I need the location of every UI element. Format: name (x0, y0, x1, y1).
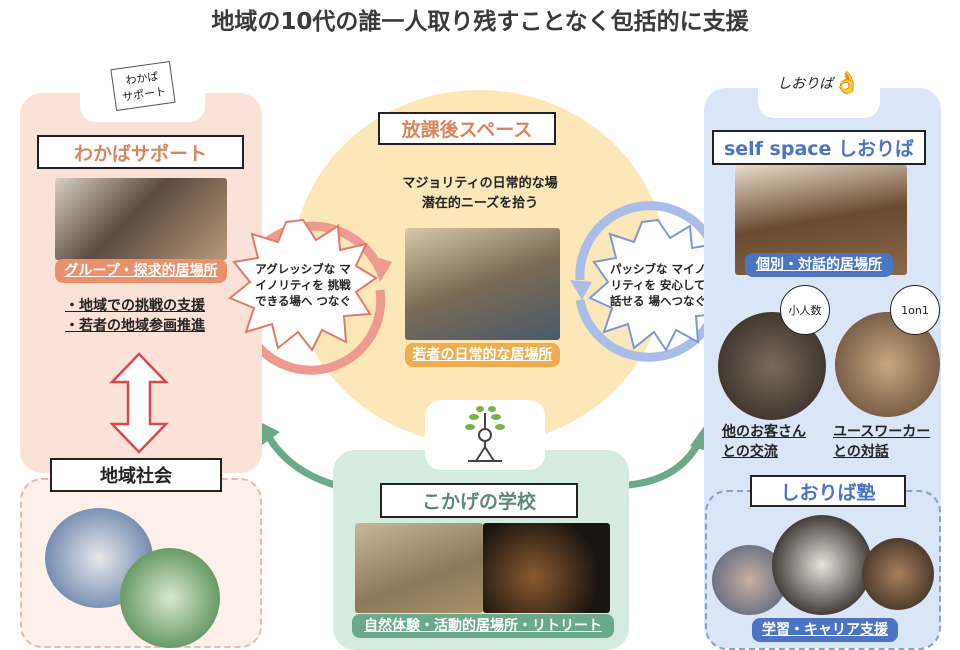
kokage-photo-night (483, 523, 610, 613)
wakaba-flag-icon: わかば サポート (109, 61, 176, 111)
after-school-photo (405, 228, 560, 340)
small-group-badge: 小人数 (780, 285, 830, 335)
right-burst-text: パッシブな マイノリティを 安心して話せる 場へつなぐ (609, 262, 706, 308)
after-school-line: 潜在的ニーズを拾う (421, 196, 539, 211)
juku-photo-label: 学習・キャリア支援 (752, 618, 898, 642)
blue-arc-bottom (575, 299, 720, 362)
green-arrow-left (261, 428, 337, 489)
kokage-title: こかげの学校 (380, 483, 578, 518)
ok-hand-icon: 👌 (833, 70, 861, 96)
juku-photo (862, 538, 934, 610)
community-title: 地域社会 (50, 458, 222, 492)
after-school-line: マジョリティの日常的な場 (402, 176, 558, 191)
kokage-logo (425, 400, 545, 470)
wakaba-bullet: ・若者の地域参画推進 (65, 318, 205, 334)
blue-arrowhead-icon (570, 280, 592, 300)
caption-youth-worker: ユースワーカーとの対話 (833, 424, 931, 460)
wakaba-logo: わかば サポート (80, 50, 205, 122)
page-title: 地域の10代の誰一人取り残すことなく包括的に支援 (211, 9, 749, 35)
after-school-photo-label: 若者の日常的な居場所 (405, 343, 560, 367)
green-arrowhead-icon (256, 420, 280, 445)
ok-hand-logo-icon: しおりば (777, 76, 834, 92)
community-photo (120, 548, 220, 648)
caption-other-customers: 他のお客さんとの交流 (722, 424, 806, 460)
double-arrow-icon (109, 352, 169, 454)
kokage-photo-label: 自然体験・活動的居場所・リトリート (352, 614, 614, 638)
red-arrowhead-icon (370, 255, 392, 282)
green-arrow-right (627, 438, 704, 489)
starburst-left (228, 218, 378, 352)
juku-title: しおりば塾 (750, 475, 906, 507)
left-burst-text: アグレッシブな マイノリティを 挑戦できる場へ つなぐ (255, 262, 351, 308)
wakaba-title: わかばサポート (37, 135, 244, 169)
kokage-photo-day (355, 523, 483, 613)
shioriba-title: self space しおりば (712, 130, 926, 165)
red-arc-bottom (246, 289, 386, 375)
wakaba-bullet: ・地域での挑戦の支援 (65, 298, 205, 314)
one-on-one-badge: 1on1 (890, 285, 940, 335)
juku-photo (772, 515, 872, 615)
after-school-title: 放課後スペース (378, 112, 556, 145)
shioriba-logo: しおりば👌 (758, 48, 880, 118)
shioriba-photo-label: 個別・対話的居場所 (745, 253, 893, 277)
tree-person-icon (465, 406, 505, 462)
blue-arc (575, 201, 720, 281)
wakaba-photo-label: グループ・探求的居場所 (55, 259, 227, 283)
wakaba-photo (55, 178, 227, 260)
